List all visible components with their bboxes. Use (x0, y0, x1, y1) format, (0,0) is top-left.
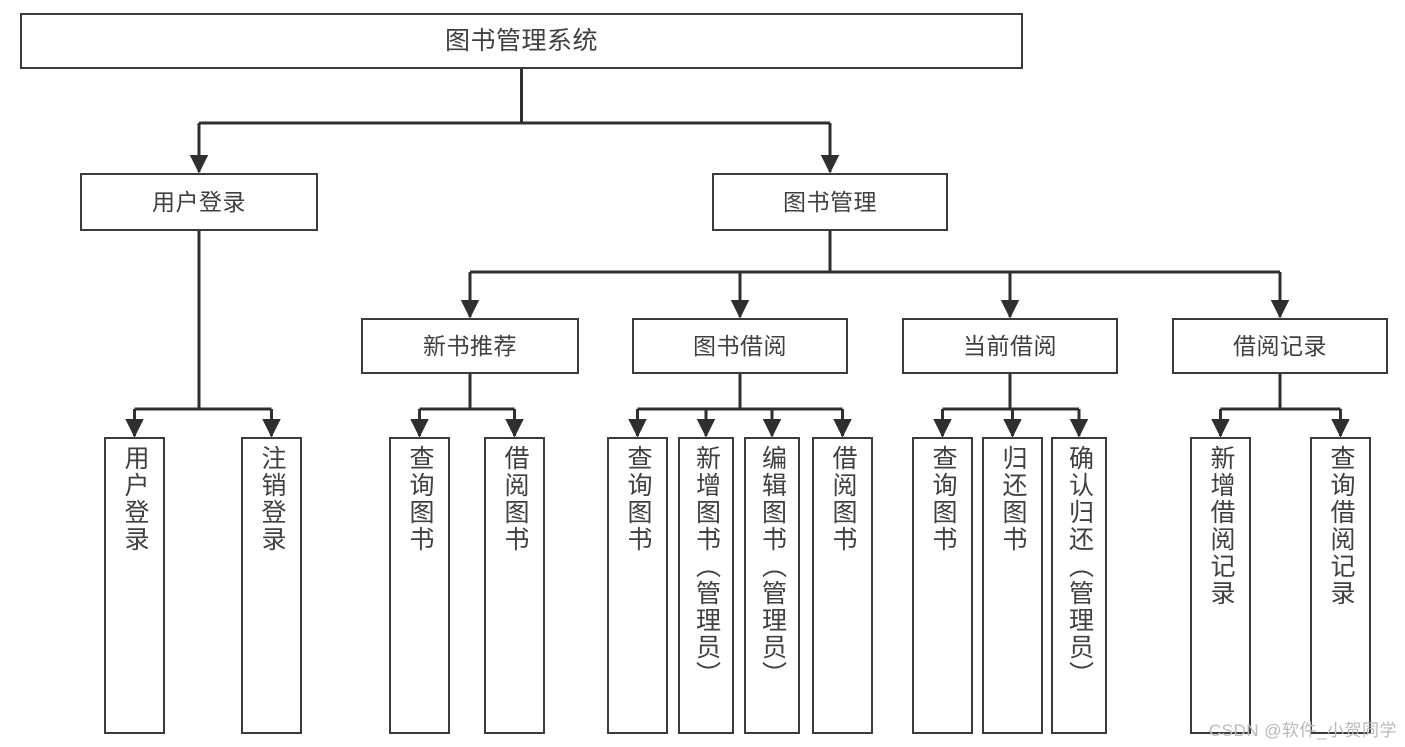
node-label: 图书管理系统 (444, 26, 598, 55)
node-label: 借阅图书 (501, 445, 529, 553)
node-l13[interactable]: 查询借阅记录 (1310, 437, 1371, 734)
node-label: 用户登录 (121, 445, 149, 553)
node-l1[interactable]: 用户登录 (104, 437, 165, 734)
node-label: 借阅记录 (1233, 332, 1327, 359)
node-label: 归还图书 (999, 445, 1027, 553)
node-label: 查询图书 (929, 445, 957, 553)
watermark: CSDN @软件_小贺同学 (1208, 721, 1397, 740)
node-current[interactable]: 当前借阅 (902, 318, 1118, 374)
node-label: 用户登录 (152, 188, 246, 215)
node-l12[interactable]: 新增借阅记录 (1190, 437, 1251, 734)
node-l8[interactable]: 借阅图书 (812, 437, 873, 734)
node-l10[interactable]: 归还图书 (982, 437, 1043, 734)
node-l6[interactable]: 新增图书（管理员） (678, 437, 734, 734)
node-label: 图书管理 (783, 188, 877, 215)
node-l4[interactable]: 借阅图书 (484, 437, 545, 734)
node-login[interactable]: 用户登录 (80, 173, 318, 231)
node-l7[interactable]: 编辑图书（管理员） (744, 437, 800, 734)
node-l2[interactable]: 注销登录 (241, 437, 302, 734)
node-l5[interactable]: 查询图书 (607, 437, 668, 734)
node-newbook[interactable]: 新书推荐 (361, 318, 579, 374)
node-label: 新增图书（管理员） (692, 445, 721, 688)
node-label: 查询借阅记录 (1327, 445, 1355, 607)
node-root[interactable]: 图书管理系统 (20, 13, 1023, 69)
node-l11[interactable]: 确认归还（管理员） (1051, 437, 1107, 734)
node-label: 查询图书 (406, 445, 434, 553)
node-label: 图书借阅 (693, 332, 787, 359)
node-label: 新增借阅记录 (1207, 445, 1235, 607)
node-label: 确认归还（管理员） (1065, 445, 1094, 688)
node-label: 查询图书 (624, 445, 652, 553)
node-label: 新书推荐 (423, 332, 517, 359)
node-label: 注销登录 (258, 445, 286, 553)
node-records[interactable]: 借阅记录 (1172, 318, 1388, 374)
node-label: 编辑图书（管理员） (758, 445, 787, 688)
node-borrow[interactable]: 图书借阅 (632, 318, 848, 374)
node-label: 借阅图书 (829, 445, 857, 553)
node-l9[interactable]: 查询图书 (912, 437, 973, 734)
node-l3[interactable]: 查询图书 (389, 437, 450, 734)
node-label: 当前借阅 (963, 332, 1057, 359)
node-bookmgmt[interactable]: 图书管理 (712, 173, 948, 231)
